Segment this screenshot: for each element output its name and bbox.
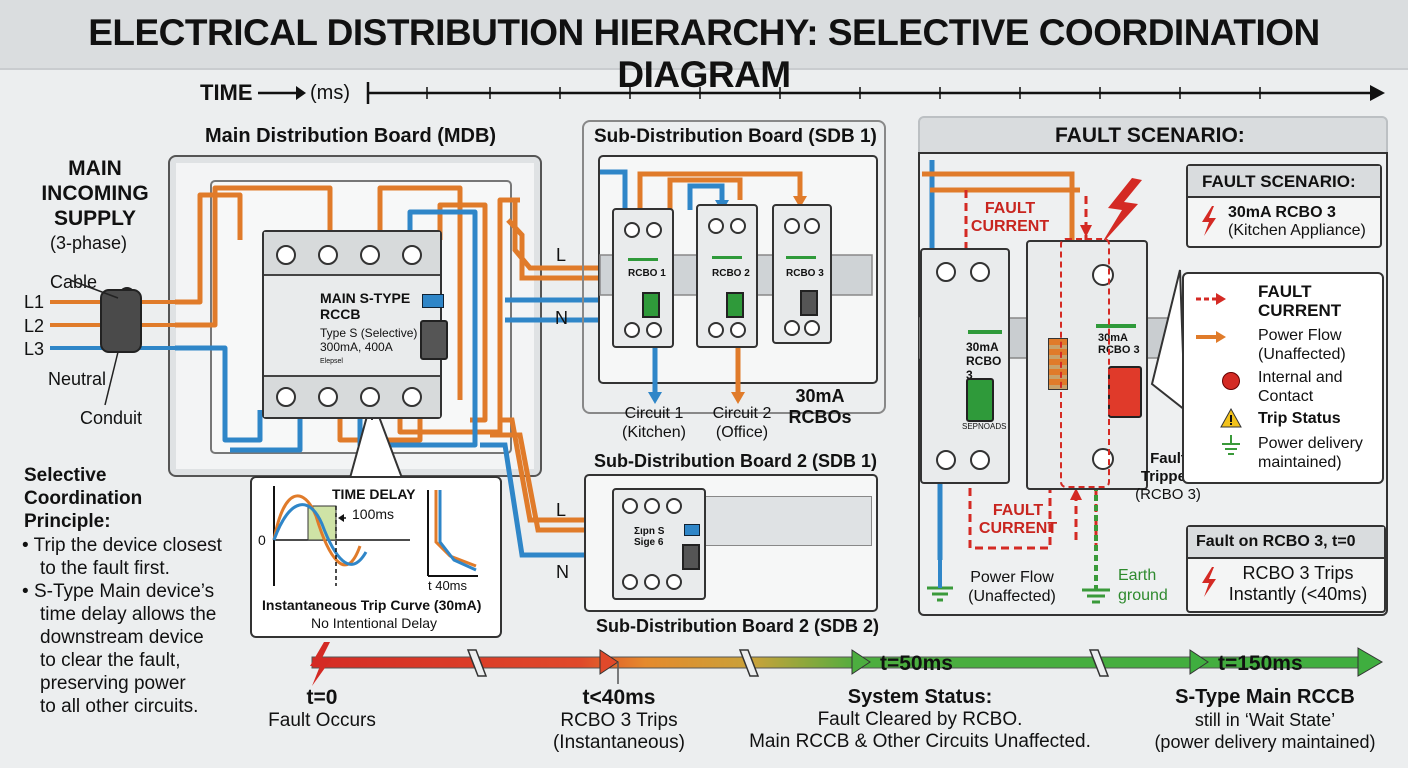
mdb-title: Main Distribution Board (MDB) (205, 125, 497, 147)
principle-bullets: • Trip the device closest to the fault f… (22, 534, 222, 718)
sdb1-n-label: N (555, 308, 568, 328)
fault-path-outline (1060, 238, 1110, 488)
sdb2-rccb-toggle[interactable] (682, 544, 700, 570)
trip-coil-icon (1048, 338, 1068, 390)
page-title: ELECTRICAL DISTRIBUTION HIERARCHY: SELEC… (88, 12, 1320, 95)
timeline-system-status: System Status: Fault Cleared by RCBO. Ma… (749, 686, 1091, 752)
time-axis-label: TIME (200, 80, 253, 105)
timeline-t150: t=150ms (1218, 652, 1303, 675)
timeline-t0: t=0 Fault Occurs (268, 686, 376, 731)
fault-scenario-box: FAULT SCENARIO: 30mA RCBO 3(Kitchen Appl… (1186, 164, 1382, 248)
rcbo-2[interactable]: RCBO 2 (696, 204, 758, 348)
lightning-small-icon-2 (1202, 567, 1216, 597)
lightning-small-icon (1202, 206, 1216, 236)
delay-value: 100ms (352, 506, 395, 522)
lightning-bolt-icon (1100, 178, 1142, 246)
line-label-l3: L3 (24, 339, 45, 359)
rcbo-3[interactable]: RCBO 3 (772, 204, 832, 344)
rcbo-1-label: RCBO 1 (628, 268, 666, 279)
time-axis-unit: (ms) (310, 82, 350, 104)
fault-left-rcbo-toggle[interactable] (966, 378, 994, 422)
principle-bullet-1: • Trip the device closest to the fault f… (22, 535, 222, 579)
supply-phase: (3-phase) (50, 233, 128, 253)
test-button[interactable] (422, 294, 444, 308)
sdb2-l-label: L (556, 500, 567, 520)
timeline-stype-status: S-Type Main RCCB still in ‘Wait State’ (… (1154, 686, 1376, 752)
dashed-arrow-icon (1196, 293, 1226, 305)
sdb2-title-bottom: Sub-Distribution Board 2 (SDB 2) (596, 616, 879, 636)
graph-zero: 0 (258, 532, 266, 548)
fault-box-text: 30mA RCBO 3(Kitchen Appliance) (1228, 204, 1366, 239)
rcbo-1[interactable]: RCBO 1 (612, 208, 674, 348)
warning-icon (1220, 408, 1242, 428)
orange-arrow-icon (1196, 331, 1226, 343)
mdb-device-badge: Elepsel (320, 358, 343, 365)
circuit-1-label: Circuit 1(Kitchen) (621, 405, 687, 441)
trip-curve-callout (250, 476, 502, 638)
rcbo-3-label: RCBO 3 (786, 268, 824, 279)
principle-bullet-2: • S-Type Main device’s time delay allows… (22, 581, 217, 717)
trip-curve-graph (272, 486, 478, 586)
sdb1-title: Sub-Distribution Board (SDB 1) (594, 126, 877, 147)
line-label-l2: L2 (24, 316, 45, 336)
line-label-l1: L1 (24, 292, 45, 312)
graph-caption: Instantaneous Trip Curve (30mA) (262, 597, 482, 613)
legend-power-flow: Power Flow(Unaffected) (1258, 327, 1346, 363)
sdb1-l-label: L (556, 245, 567, 265)
graph-subcaption: No Intentional Delay (310, 615, 438, 631)
time-delay-label: TIME DELAY (332, 486, 416, 502)
legend-trip-status: Trip Status (1258, 410, 1341, 427)
title-bar (0, 0, 1408, 70)
fault-left-badge: SEPNOADS (962, 422, 1007, 431)
rcbo-2-toggle[interactable] (726, 292, 744, 318)
rcbo-2-label: RCBO 2 (712, 268, 750, 279)
sdb1-frame (582, 120, 886, 414)
circuit-2-label: Circuit 2(Office) (712, 405, 772, 441)
timeline-t50: t=50ms (880, 652, 953, 675)
fault-on-rcbo-title: Fault on RCBO 3, t=0 (1196, 533, 1356, 550)
sdb2-n-label: N (556, 562, 569, 582)
sdb2-test-button[interactable] (684, 524, 700, 536)
ground-icon (1222, 435, 1240, 455)
conduit-label: Conduit (80, 408, 143, 428)
rcbo-1-toggle[interactable] (642, 292, 660, 318)
mdb-device-rating: Type S (Selective)300mA, 400A (320, 326, 418, 354)
graph-t40: t 40ms (428, 578, 468, 593)
red-circle-icon (1222, 372, 1240, 390)
rcbo-3-toggle[interactable] (800, 290, 818, 316)
timeline-t40: t<40ms RCBO 3 Trips (Instantaneous) (552, 686, 686, 753)
fault-power-flow-label: Power Flow(Unaffected) (968, 569, 1056, 605)
fault-heading: FAULT SCENARIO: (1055, 124, 1245, 147)
rccb-toggle[interactable] (420, 320, 448, 360)
sdb2-din-rail (700, 496, 872, 546)
timeline-lightning-icon (310, 642, 332, 686)
sdb2-title-top: Sub-Distribution Board 2 (SDB 1) (594, 451, 877, 471)
neutral-label: Neutral (48, 369, 107, 389)
fault-box-title: FAULT SCENARIO: (1202, 172, 1356, 191)
